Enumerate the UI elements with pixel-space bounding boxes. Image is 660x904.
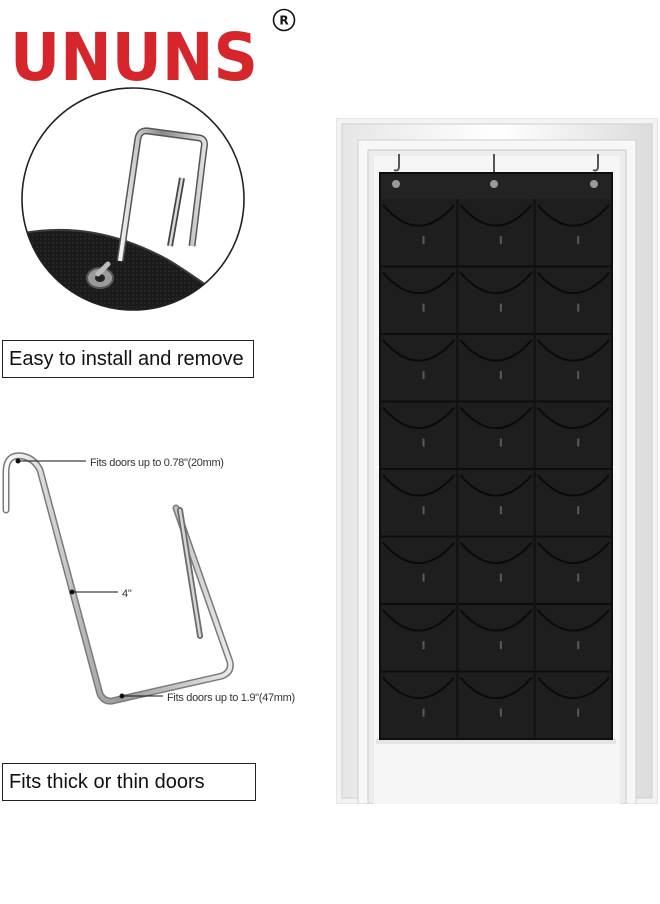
hook-dimension-diagram bbox=[2, 452, 234, 705]
pocket-opening bbox=[382, 204, 456, 227]
pocket-opening bbox=[382, 541, 456, 565]
pocket-opening bbox=[536, 676, 610, 700]
pocket-opening bbox=[382, 676, 456, 700]
pocket-highlight bbox=[499, 438, 502, 447]
pocket-highlight bbox=[422, 236, 425, 245]
pocket-highlight bbox=[577, 506, 580, 515]
pocket-highlight bbox=[577, 708, 580, 717]
svg-text:R: R bbox=[279, 14, 288, 28]
pocket-opening bbox=[536, 474, 610, 497]
pocket-opening bbox=[382, 406, 456, 430]
pocket-highlight bbox=[577, 641, 580, 650]
pocket-opening bbox=[536, 271, 610, 295]
caption-thickness: Fits thick or thin doors bbox=[2, 763, 256, 801]
pocket-opening bbox=[536, 204, 610, 227]
annotation-thin-door: Fits doors up to 0.78"(20mm) bbox=[90, 457, 224, 469]
pocket-opening bbox=[536, 339, 610, 362]
brand-logo: UNUNS bbox=[10, 19, 258, 88]
pocket-opening bbox=[536, 541, 610, 565]
door-with-organizer-image bbox=[336, 118, 658, 804]
pocket-opening bbox=[459, 406, 533, 430]
pocket-opening bbox=[459, 271, 533, 295]
hook-closeup-image bbox=[21, 87, 245, 311]
pocket-opening bbox=[536, 406, 610, 430]
pocket-highlight bbox=[577, 438, 580, 447]
caption-install: Easy to install and remove bbox=[2, 340, 254, 378]
pocket-highlight bbox=[499, 236, 502, 245]
pocket-highlight bbox=[577, 573, 580, 582]
pocket-opening bbox=[382, 339, 456, 362]
pocket-highlight bbox=[499, 371, 502, 380]
pocket-highlight bbox=[499, 506, 502, 515]
organizer-panel bbox=[380, 173, 612, 739]
pocket-highlight bbox=[422, 573, 425, 582]
pocket-highlight bbox=[422, 303, 425, 312]
pocket-opening bbox=[459, 474, 533, 497]
brand-logo-text: UNUNS bbox=[10, 19, 258, 88]
pocket-highlight bbox=[422, 371, 425, 380]
pocket-highlight bbox=[499, 573, 502, 582]
pocket-highlight bbox=[422, 641, 425, 650]
registered-mark-icon: R bbox=[272, 8, 296, 32]
annotation-hook-length: 4" bbox=[122, 588, 132, 600]
pocket-highlight bbox=[499, 641, 502, 650]
pocket-highlight bbox=[577, 303, 580, 312]
pocket-highlight bbox=[577, 236, 580, 245]
pocket-opening bbox=[459, 541, 533, 565]
annotation-thick-door: Fits doors up to 1.9"(47mm) bbox=[167, 692, 295, 704]
pocket-opening bbox=[382, 609, 456, 632]
pocket-opening bbox=[382, 474, 456, 497]
pocket-opening bbox=[382, 271, 456, 295]
pocket-highlight bbox=[422, 708, 425, 717]
pocket-opening bbox=[459, 339, 533, 362]
pocket-opening bbox=[459, 609, 533, 632]
pocket-highlight bbox=[499, 303, 502, 312]
pocket-opening bbox=[459, 204, 533, 227]
pocket-highlight bbox=[577, 371, 580, 380]
pocket-highlight bbox=[422, 506, 425, 515]
pocket-opening bbox=[536, 609, 610, 632]
pocket-opening bbox=[459, 676, 533, 700]
pocket-highlight bbox=[499, 708, 502, 717]
pocket-highlight bbox=[422, 438, 425, 447]
